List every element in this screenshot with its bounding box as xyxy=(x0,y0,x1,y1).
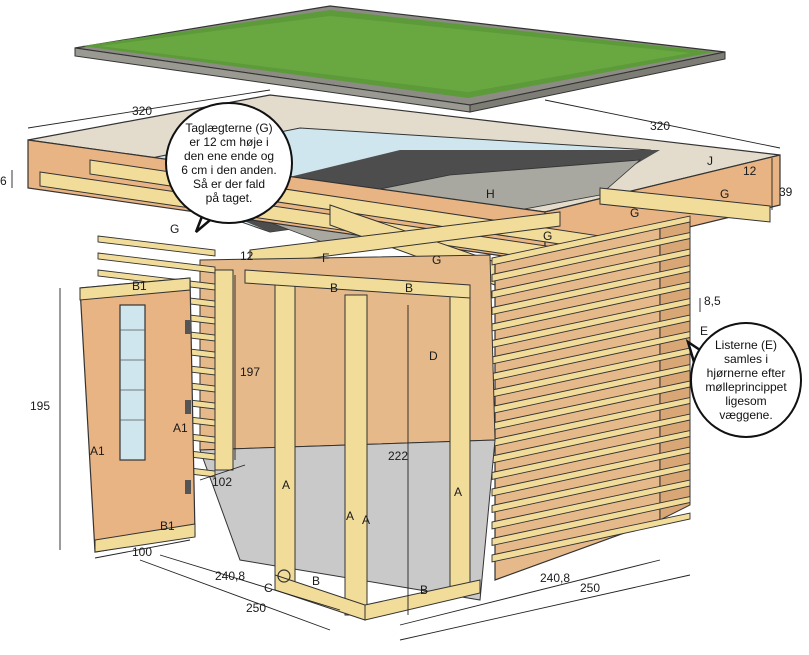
wall-slat xyxy=(491,215,691,266)
wall-slat xyxy=(491,512,691,563)
dim-front-inner-width: 240,8 xyxy=(215,569,245,583)
left-wall-slat xyxy=(97,235,216,257)
part-beam-f: F xyxy=(322,251,329,265)
part-door-leaf-right: A1 xyxy=(173,421,188,435)
part-post-3: A xyxy=(362,513,370,527)
part-roof-batten-1: G xyxy=(630,206,639,220)
part-top-rail-right: B xyxy=(405,281,413,295)
wall-slat xyxy=(491,231,691,283)
dim-roof-left-width: 320 xyxy=(132,104,152,118)
dim-roof-height-right: 39 xyxy=(779,185,793,199)
part-door-leaf-left: A1 xyxy=(90,444,105,458)
part-bottom-rail-side: B xyxy=(420,583,428,597)
dim-inner-height-left: 197 xyxy=(240,365,260,379)
callout-roof-battens: Taglægterne (G) er 12 cm høje i den ene … xyxy=(165,102,293,224)
wall-slats xyxy=(491,215,691,563)
part-roof-edge: J xyxy=(707,154,713,168)
callout-slats: Listerne (E) samles i hjørnerne efter mø… xyxy=(690,322,802,438)
part-bottom-rail-front: B xyxy=(312,574,320,588)
frame-posts xyxy=(214,269,481,621)
dim-batten-height-front: 12 xyxy=(240,249,254,263)
dim-roof-right-width: 320 xyxy=(650,119,670,133)
wall-slat xyxy=(491,495,691,547)
wall-slat xyxy=(491,479,691,530)
part-top-rail-left: B xyxy=(330,281,338,295)
part-ridge: H xyxy=(486,187,495,201)
part-roof-batten-4: G xyxy=(720,187,729,201)
part-roof-batten-2: G xyxy=(543,229,552,243)
part-door-frame-top: B1 xyxy=(132,279,147,293)
dim-door-height: 195 xyxy=(30,399,50,413)
dim-side-outer-width: 250 xyxy=(580,581,600,595)
part-post-1: A xyxy=(282,478,290,492)
part-wall-panel: D xyxy=(429,349,438,363)
dim-inner-height-center: 222 xyxy=(388,449,408,463)
part-door-frame-bottom: B1 xyxy=(160,519,175,533)
wall-slat xyxy=(491,446,691,497)
dimension-lines xyxy=(11,89,781,641)
dim-slat-spacing: 8,5 xyxy=(704,294,721,308)
part-roof-batten-3: G xyxy=(432,253,441,267)
wall-slat xyxy=(491,248,691,299)
part-roof-batten-5: G xyxy=(170,222,179,236)
dim-batten-height-right: 12 xyxy=(743,164,757,178)
dim-inner-depth: 102 xyxy=(212,475,232,489)
wall-slat xyxy=(491,462,691,514)
callout-roof-battens-text: Taglægterne (G) er 12 cm høje i den ene … xyxy=(181,121,277,205)
part-corner: C xyxy=(264,581,273,595)
part-post-4: A xyxy=(454,485,462,499)
part-post-2: A xyxy=(346,509,354,523)
dim-roof-edge-thickness: 6 xyxy=(0,174,7,188)
dim-side-inner-width: 240,8 xyxy=(540,571,570,585)
door xyxy=(79,277,196,553)
green-roof-layer xyxy=(74,5,726,113)
dim-front-outer-width: 250 xyxy=(246,601,266,615)
callout-slats-text: Listerne (E) samles i hjørnerne efter mø… xyxy=(705,338,787,422)
dim-door-width: 100 xyxy=(132,545,152,559)
part-slat: E xyxy=(700,324,708,338)
